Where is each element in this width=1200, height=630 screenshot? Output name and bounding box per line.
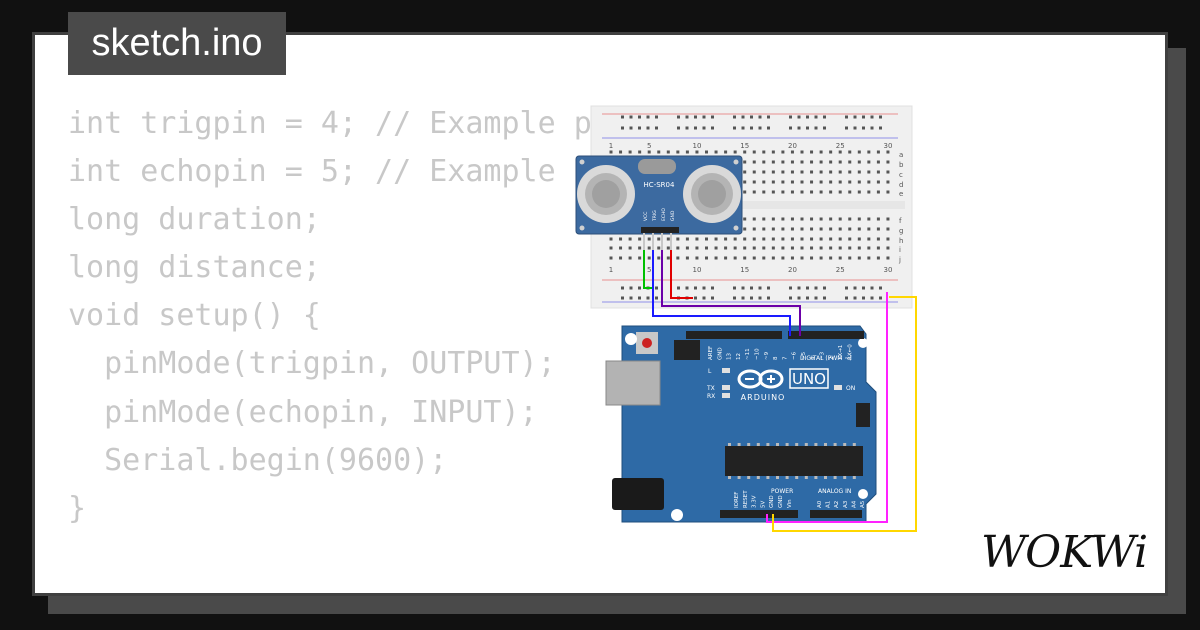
sensor-model-label: HC-SR04 [644,181,675,189]
sensor-pin-echo: ECHO [661,208,667,221]
bb-row-f: f [899,217,902,225]
digital-pin-label: ~10 [755,348,761,360]
analog-pin-label: A4 [851,500,857,508]
bb-column-label: 15 [740,142,749,150]
sensor-pin-gnd: GND [670,210,676,221]
led-label-rx: RX [707,393,715,400]
code-line: pinMode(echopin, INPUT); [68,394,538,430]
digital-pin-label: 2 [829,357,835,361]
code-line: void setup() { [68,298,321,334]
bb-column-label: 20 [788,266,797,274]
digital-pin-label: 13 [727,353,733,360]
power-pin-label: RESET [743,490,749,508]
digital-pin-label: ~11 [745,348,751,360]
bb-row-g: g [899,227,903,235]
digital-pin-label: 4 [810,356,816,360]
arduino-logo [737,369,784,389]
digital-pin-label: 12 [736,353,742,360]
digital-pin-label: 8 [773,356,779,360]
code-line: long distance; [68,250,321,286]
analog-pin-label: A3 [843,500,849,508]
led-label-tx: TX [706,385,715,392]
code-line: pinMode(trigpin, OUTPUT); [68,346,556,382]
digital-pin-label: 7 [782,356,788,360]
gnd-wire [670,250,693,299]
power-pin-label: 5V [760,501,766,508]
digital-pin-label: ~6 [792,351,798,360]
sensor-pin-vcc: VCC [643,212,649,221]
code-line: Serial.begin(9600); [68,442,448,478]
bb-row-h: h [899,237,903,245]
analog-pin-label: A0 [817,500,823,508]
ultrasonic-sensor: HC-SR04 VCC TRIG ECHO GND [575,155,743,250]
digital-pin-label: TX→1 [838,345,844,361]
board-model-label: UNO [792,370,826,388]
bb-row-a: a [899,151,903,159]
bb-column-label: 15 [740,266,749,274]
digital-pin-label: ~9 [764,351,770,360]
bb-column-label: 5 [647,266,651,274]
bb-column-label: 5 [647,142,651,150]
power-wire [766,292,888,523]
bb-row-i: i [899,246,901,254]
power-pin-label: IOREF [734,492,740,508]
analog-pin-label: A1 [826,501,832,508]
bb-row-b: b [899,161,904,169]
power-pin-label: Vin [787,499,793,508]
digital-pin-label: AREF [708,346,714,360]
echo-wire [661,250,801,336]
bb-column-label: 30 [883,266,892,274]
power-pin-label: GND [769,495,775,508]
power-pin-label: GND [778,495,784,508]
code-line: long duration; [68,202,321,238]
analog-pin-label: A5 [860,500,866,508]
vcc-wire [643,250,652,289]
wires [643,250,917,532]
led-label-l: L [708,368,712,375]
digital-header-label: DIGITAL (PWM ~) [800,355,852,362]
bb-row-c: c [899,171,903,179]
analog-pin-label: A2 [834,501,840,508]
bb-column-label: 1 [609,266,613,274]
digital-pin-label: RX←0 [848,344,854,360]
sensor-pin-trig: TRIG [652,210,658,222]
bb-column-label: 20 [788,142,797,150]
bb-row-d: d [899,181,903,189]
board-brand-label: ARDUINO [741,393,786,402]
analog-header-label: ANALOG IN [818,488,851,495]
led-label-on: ON [846,385,855,392]
code-preview: int trigpin = 4; // Example pin for TRIG… [68,100,790,533]
wokwi-logo-text: WOKWi [981,527,1147,576]
power-pin-label: 3.3V [752,495,758,508]
digital-pin-label: ~3 [820,351,826,360]
power-header-label: POWER [771,488,793,495]
bb-column-label: 30 [883,142,892,150]
bb-column-label: 1 [609,142,613,150]
digital-pin-label: ~5 [801,351,807,360]
ground-wire [772,296,917,532]
bb-row-e: e [899,190,903,198]
code-line: } [68,490,87,526]
bb-row-j: j [898,256,901,264]
bb-column-label: 25 [836,142,845,150]
bb-column-label: 10 [692,266,701,274]
wokwi-logo: WOKWi [981,527,1148,576]
bb-column-label: 25 [836,266,845,274]
digital-pin-label: GND [717,347,723,360]
sketch-filename: sketch.ino [68,12,286,75]
trig-wire [652,250,791,336]
bb-column-label: 10 [692,142,701,150]
